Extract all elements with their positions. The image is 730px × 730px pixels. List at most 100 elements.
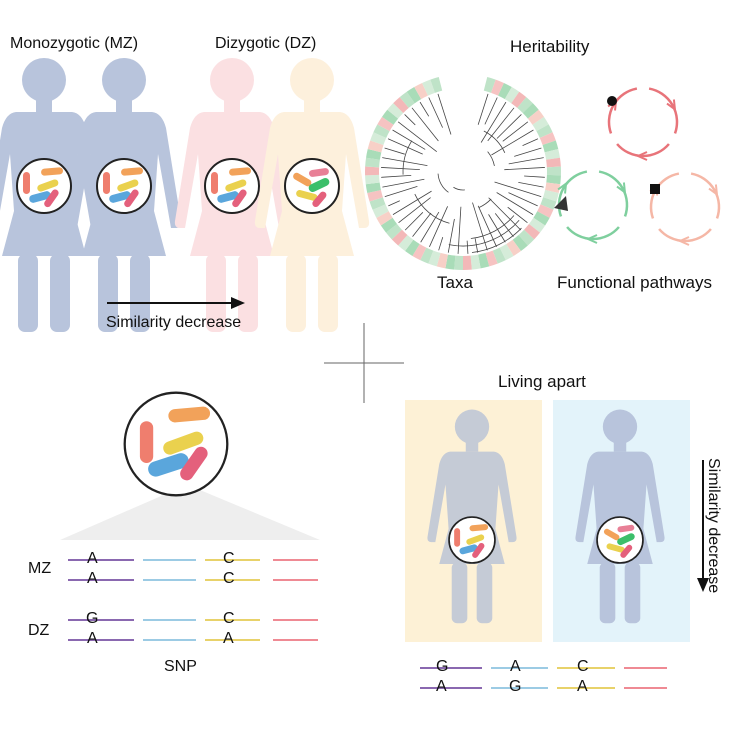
taxa-ring-segment [511, 91, 527, 108]
similarity-decrease-vertical-label: Similarity decrease [705, 458, 722, 594]
taxa-ring-segment [436, 252, 448, 269]
taxa-ring-segment [372, 204, 389, 218]
taxa-ring-segment [528, 217, 546, 233]
taxa-ring-segment [463, 255, 472, 270]
taxa-ring-segment [517, 97, 533, 114]
taxa-ring-segment [504, 87, 520, 104]
taxa-ring-segment [365, 166, 380, 176]
dz-label: Dizygotic (DZ) [215, 35, 317, 52]
heritability-title: Heritability [510, 37, 590, 56]
taxa-ring-segment [370, 132, 387, 146]
tree-branch [453, 186, 465, 191]
taxa-ring-segment [485, 250, 498, 267]
snp-base: G [509, 678, 522, 695]
tree-branch [392, 129, 426, 150]
tree-branch [428, 97, 443, 128]
snp-base: G [86, 610, 99, 627]
snp-base: G [436, 658, 449, 675]
taxa-ring-segment [422, 79, 435, 96]
taxa-ring-segment [365, 182, 381, 193]
taxa-ring-segment [537, 204, 554, 218]
taxa-ring-segment [546, 157, 561, 168]
tree-branch [487, 151, 495, 167]
taxa-ring-segment [518, 229, 535, 246]
twin-apart-2-microbiome [596, 516, 644, 564]
taxa-ring-segment [380, 217, 398, 233]
taxa-ring-segment [499, 243, 514, 261]
tree-branch [392, 190, 432, 215]
tree-branch [397, 121, 437, 153]
square-marker-icon [650, 184, 660, 194]
tree-branch [494, 181, 542, 198]
taxa-ring-segment [544, 149, 560, 160]
mz-twin-1-microbiome [16, 158, 72, 214]
tree-branch [447, 218, 455, 253]
tree-branch [474, 238, 479, 253]
snp-lines-right [420, 667, 667, 689]
taxa-ring-segment [398, 234, 414, 252]
tree-branch [414, 193, 450, 224]
taxa-ring-segment [393, 97, 409, 114]
pathway-cycle-red [607, 87, 679, 161]
tree-branch [496, 192, 534, 215]
tree-branch [496, 114, 522, 139]
tree-branch [437, 93, 452, 135]
taxa-ring-segment [405, 239, 420, 256]
snp-base: A [87, 550, 98, 567]
tree-branch [420, 211, 440, 243]
taxa-ring-segment [546, 166, 561, 176]
snp-base: C [577, 658, 589, 675]
tree-branch [404, 114, 416, 126]
tree-branch [483, 130, 506, 154]
taxa-ring-segment [470, 254, 481, 270]
taxa-ring-segment [376, 211, 393, 226]
snp-base: C [223, 570, 235, 587]
tree-branch [477, 205, 497, 247]
pathway-cycle-peach [649, 172, 721, 246]
taxa-ring-segment [454, 255, 463, 270]
taxa-ring-segment [512, 234, 528, 252]
tree-branch [381, 167, 420, 170]
taxa-ring-segment [420, 247, 434, 264]
magnified-microbiome [123, 391, 229, 497]
taxa-ring-segment [491, 79, 504, 96]
tree-branch [384, 186, 418, 198]
taxa-ring-segment [386, 223, 402, 240]
snp-base: A [577, 678, 588, 695]
tree-branch [448, 219, 520, 247]
tree-branch [504, 167, 545, 171]
tree-branch [471, 227, 522, 253]
taxa-ring-segment [382, 109, 399, 125]
tree-branch [508, 192, 538, 207]
taxa-ring-segment [387, 103, 404, 119]
tree-branch [438, 237, 444, 251]
circle-marker-icon [607, 96, 617, 106]
twin-apart-1-microbiome [448, 516, 496, 564]
taxa-ring-segment [522, 103, 539, 119]
mz-label: Monozygotic (MZ) [10, 35, 139, 52]
taxa-ring-segment [414, 82, 428, 100]
tree-branch [388, 200, 400, 207]
phylogenetic-tree [365, 77, 561, 270]
tree-branch [412, 212, 432, 237]
tree-branch [387, 138, 423, 155]
tree-branch [487, 107, 515, 142]
taxa-ring-segment [412, 243, 427, 261]
tree-branch [478, 198, 492, 208]
taxa-ring-segment [367, 189, 383, 202]
tree-branch [382, 178, 425, 188]
taxa-ring-segment [399, 91, 415, 108]
taxa-ring-segment [366, 149, 382, 160]
functional-pathway-cycles [557, 87, 721, 246]
taxa-ring-segment [492, 247, 506, 264]
taxa-ring-segment [533, 211, 550, 226]
dz-twin-1-microbiome [204, 158, 260, 214]
taxa-ring-segment [430, 77, 443, 93]
tree-branch [491, 129, 534, 156]
taxa-ring-segment [498, 82, 512, 100]
tree-branch [457, 206, 462, 254]
pathway-cycle-green [557, 170, 629, 244]
taxa-ring-segment [527, 109, 544, 125]
tree-branch [429, 206, 448, 247]
